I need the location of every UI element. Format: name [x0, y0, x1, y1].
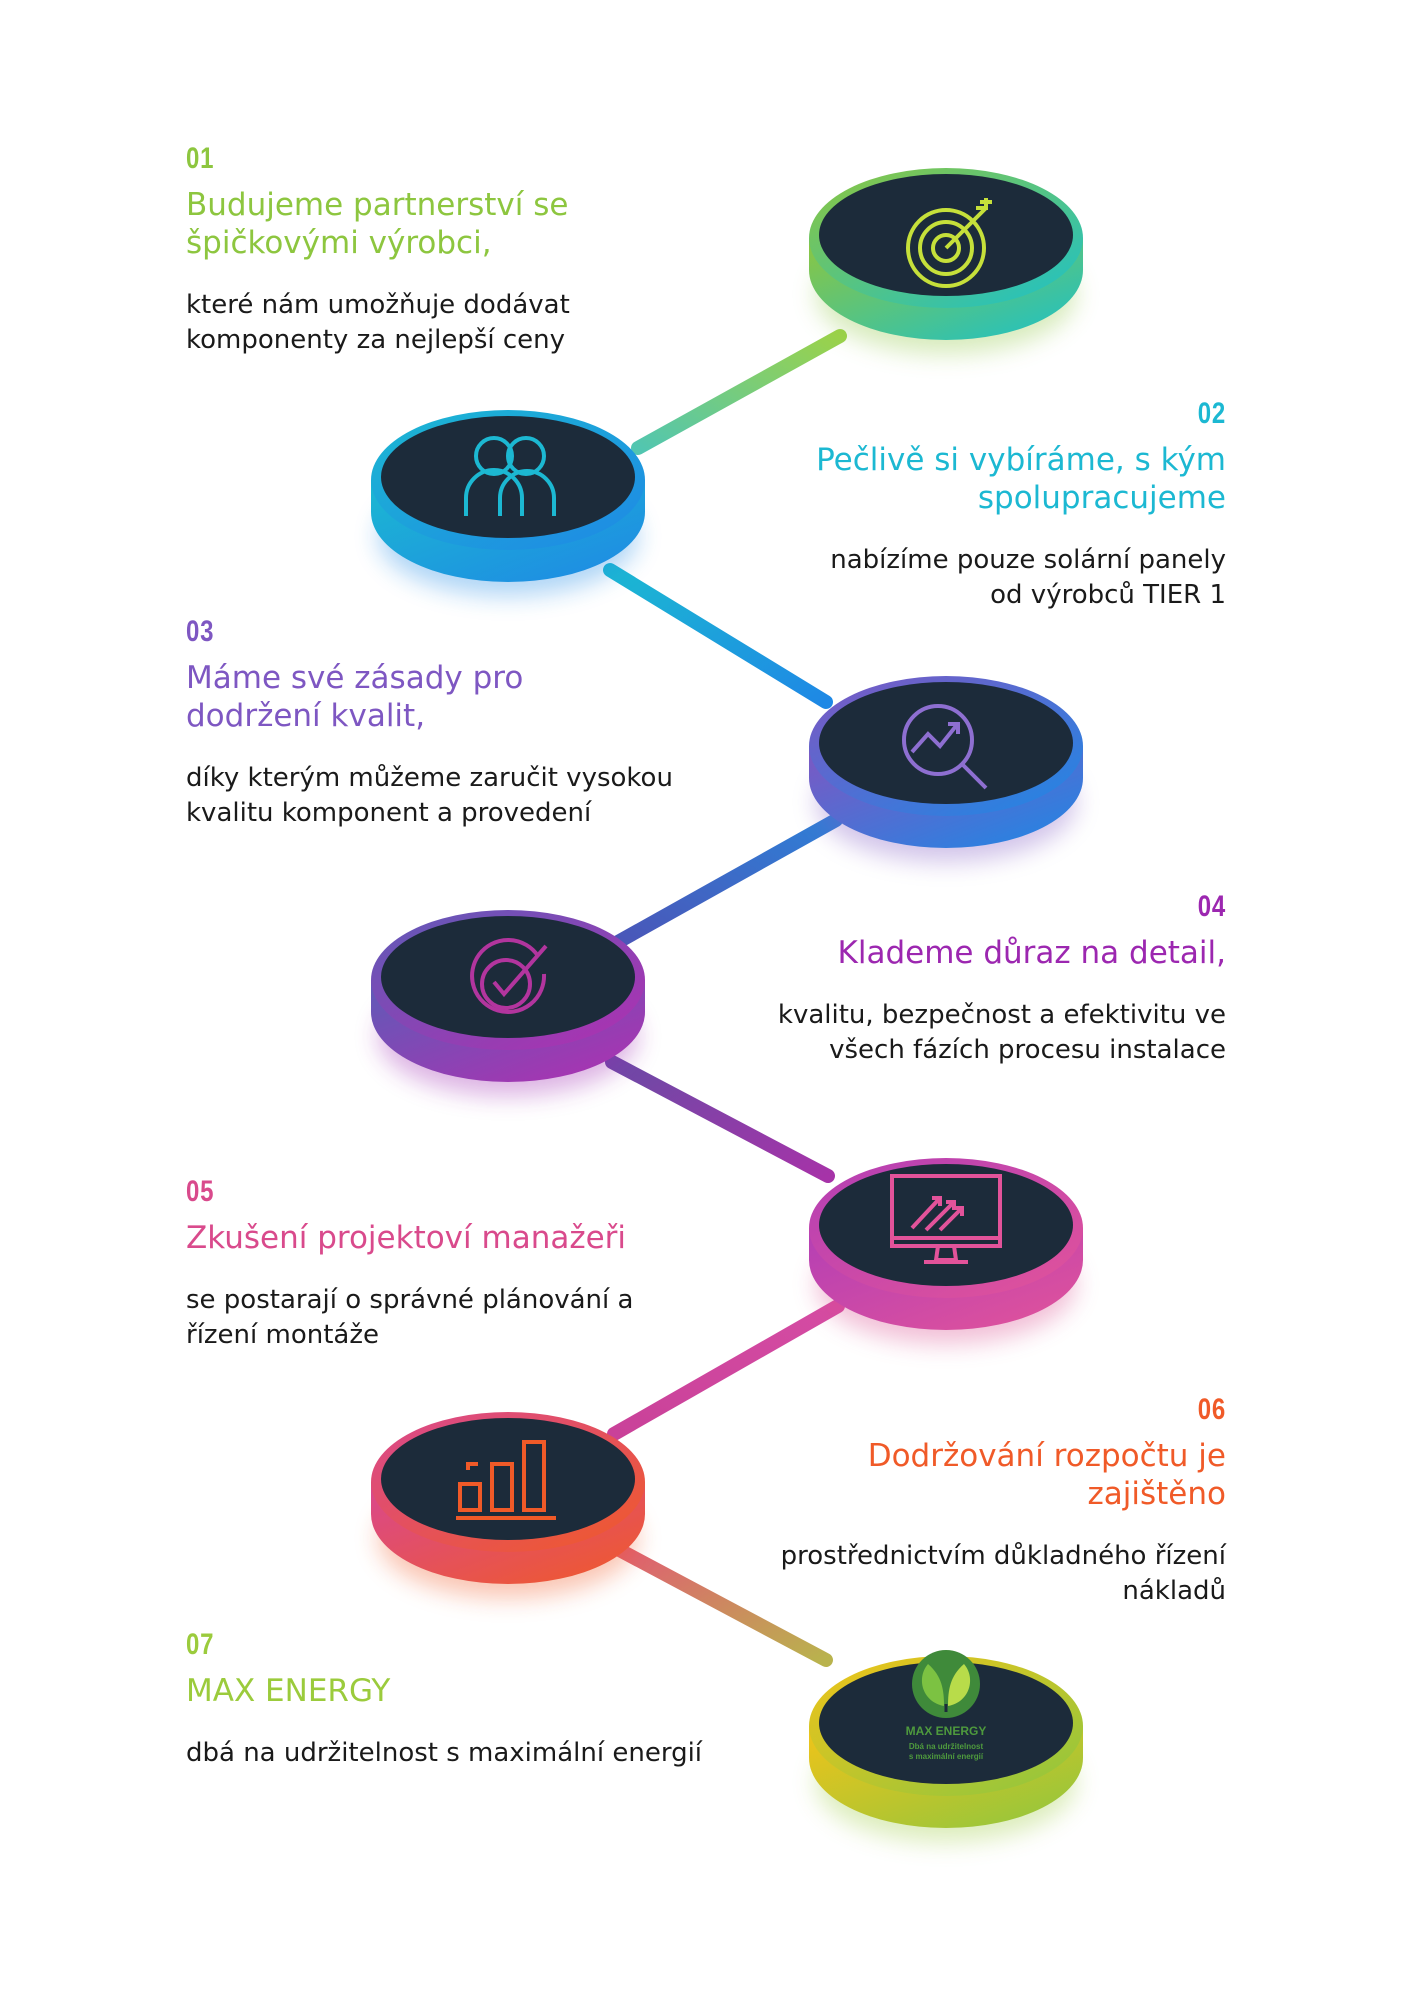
connector-3-4 [611, 813, 843, 949]
step-03: 03 Máme své zásady pro dodržení kvalit, … [186, 615, 746, 831]
step-disk-06 [371, 1412, 645, 1598]
connector-6-7 [605, 1539, 833, 1667]
step-disk-05 [809, 1158, 1083, 1344]
logo-tagline-2: s maximální energií [909, 1752, 984, 1761]
people-icon [464, 436, 556, 516]
monitor-growth-icon [890, 1174, 1002, 1264]
step-disk-04 [371, 910, 645, 1096]
step-description: prostřednictvím důkladného řízení náklad… [780, 1541, 1226, 1606]
target-icon [906, 198, 992, 288]
step-number: 07 [186, 1628, 215, 1661]
connector-2-3 [603, 563, 833, 709]
step-06: 06 Dodržování rozpočtu je zajištěno pros… [666, 1393, 1226, 1609]
step-disk-02 [371, 410, 645, 596]
step-description: které nám umožňuje dodávat komponenty za… [186, 290, 570, 355]
step-05: 05 Zkušení projektoví manažeři se postar… [186, 1175, 786, 1353]
leaf-logo-icon [912, 1650, 980, 1718]
connector-5-6 [607, 1299, 845, 1441]
step-disk-03 [809, 676, 1083, 862]
step-02: 02 Pečlivě si vybíráme, s kým spolupracu… [666, 397, 1226, 613]
connectors [603, 329, 847, 1667]
step-number: 01 [186, 142, 215, 175]
step-number: 03 [186, 615, 215, 648]
connector-1-2 [631, 329, 847, 455]
step-01: 01 Budujeme partnerství se špičkovými vý… [186, 142, 746, 358]
step-description: kvalitu, bezpečnost a efektivitu ve všec… [777, 1000, 1226, 1065]
step-04: 04 Klademe důraz na detail, kvalitu, bez… [666, 890, 1226, 1068]
logo-tagline-1: Dbá na udržitelnost [909, 1742, 984, 1751]
step-title: Klademe důraz na detail, [837, 935, 1226, 971]
step-title: Máme své zásady pro dodržení kvalit, [186, 660, 524, 734]
logo-name: MAX ENERGY [906, 1724, 987, 1738]
step-number: 06 [1197, 1393, 1226, 1426]
step-title: Budujeme partnerství se špičkovými výrob… [186, 187, 569, 261]
step-number: 04 [1197, 890, 1226, 923]
connector-4-5 [605, 1055, 835, 1183]
step-number: 02 [1197, 397, 1226, 430]
step-title: Pečlivě si vybíráme, s kým spolupracujem… [816, 442, 1226, 516]
step-07: 07 MAX ENERGY dbá na udržitelnost s maxi… [186, 1628, 746, 1771]
check-circle-icon [470, 937, 548, 1014]
step-title: MAX ENERGY [186, 1673, 391, 1709]
step-disk-01 [809, 168, 1083, 354]
bar-chart-icon [456, 1440, 556, 1520]
step-description: dbá na udržitelnost s maximální energií [186, 1738, 703, 1768]
step-description: se postarají o správné plánování a řízen… [186, 1285, 634, 1350]
step-disk-07: MAX ENERGY Dbá na udržitelnost s maximál… [809, 1650, 1083, 1842]
step-title: Zkušení projektoví manažeři [186, 1220, 627, 1256]
step-description: díky kterým můžeme zaručit vysokou kvali… [186, 763, 673, 828]
magnifier-chart-icon [902, 704, 988, 790]
step-number: 05 [186, 1175, 215, 1208]
step-description: nabízíme pouze solární panely od výrobců… [830, 545, 1226, 610]
step-title: Dodržování rozpočtu je zajištěno [867, 1438, 1226, 1512]
